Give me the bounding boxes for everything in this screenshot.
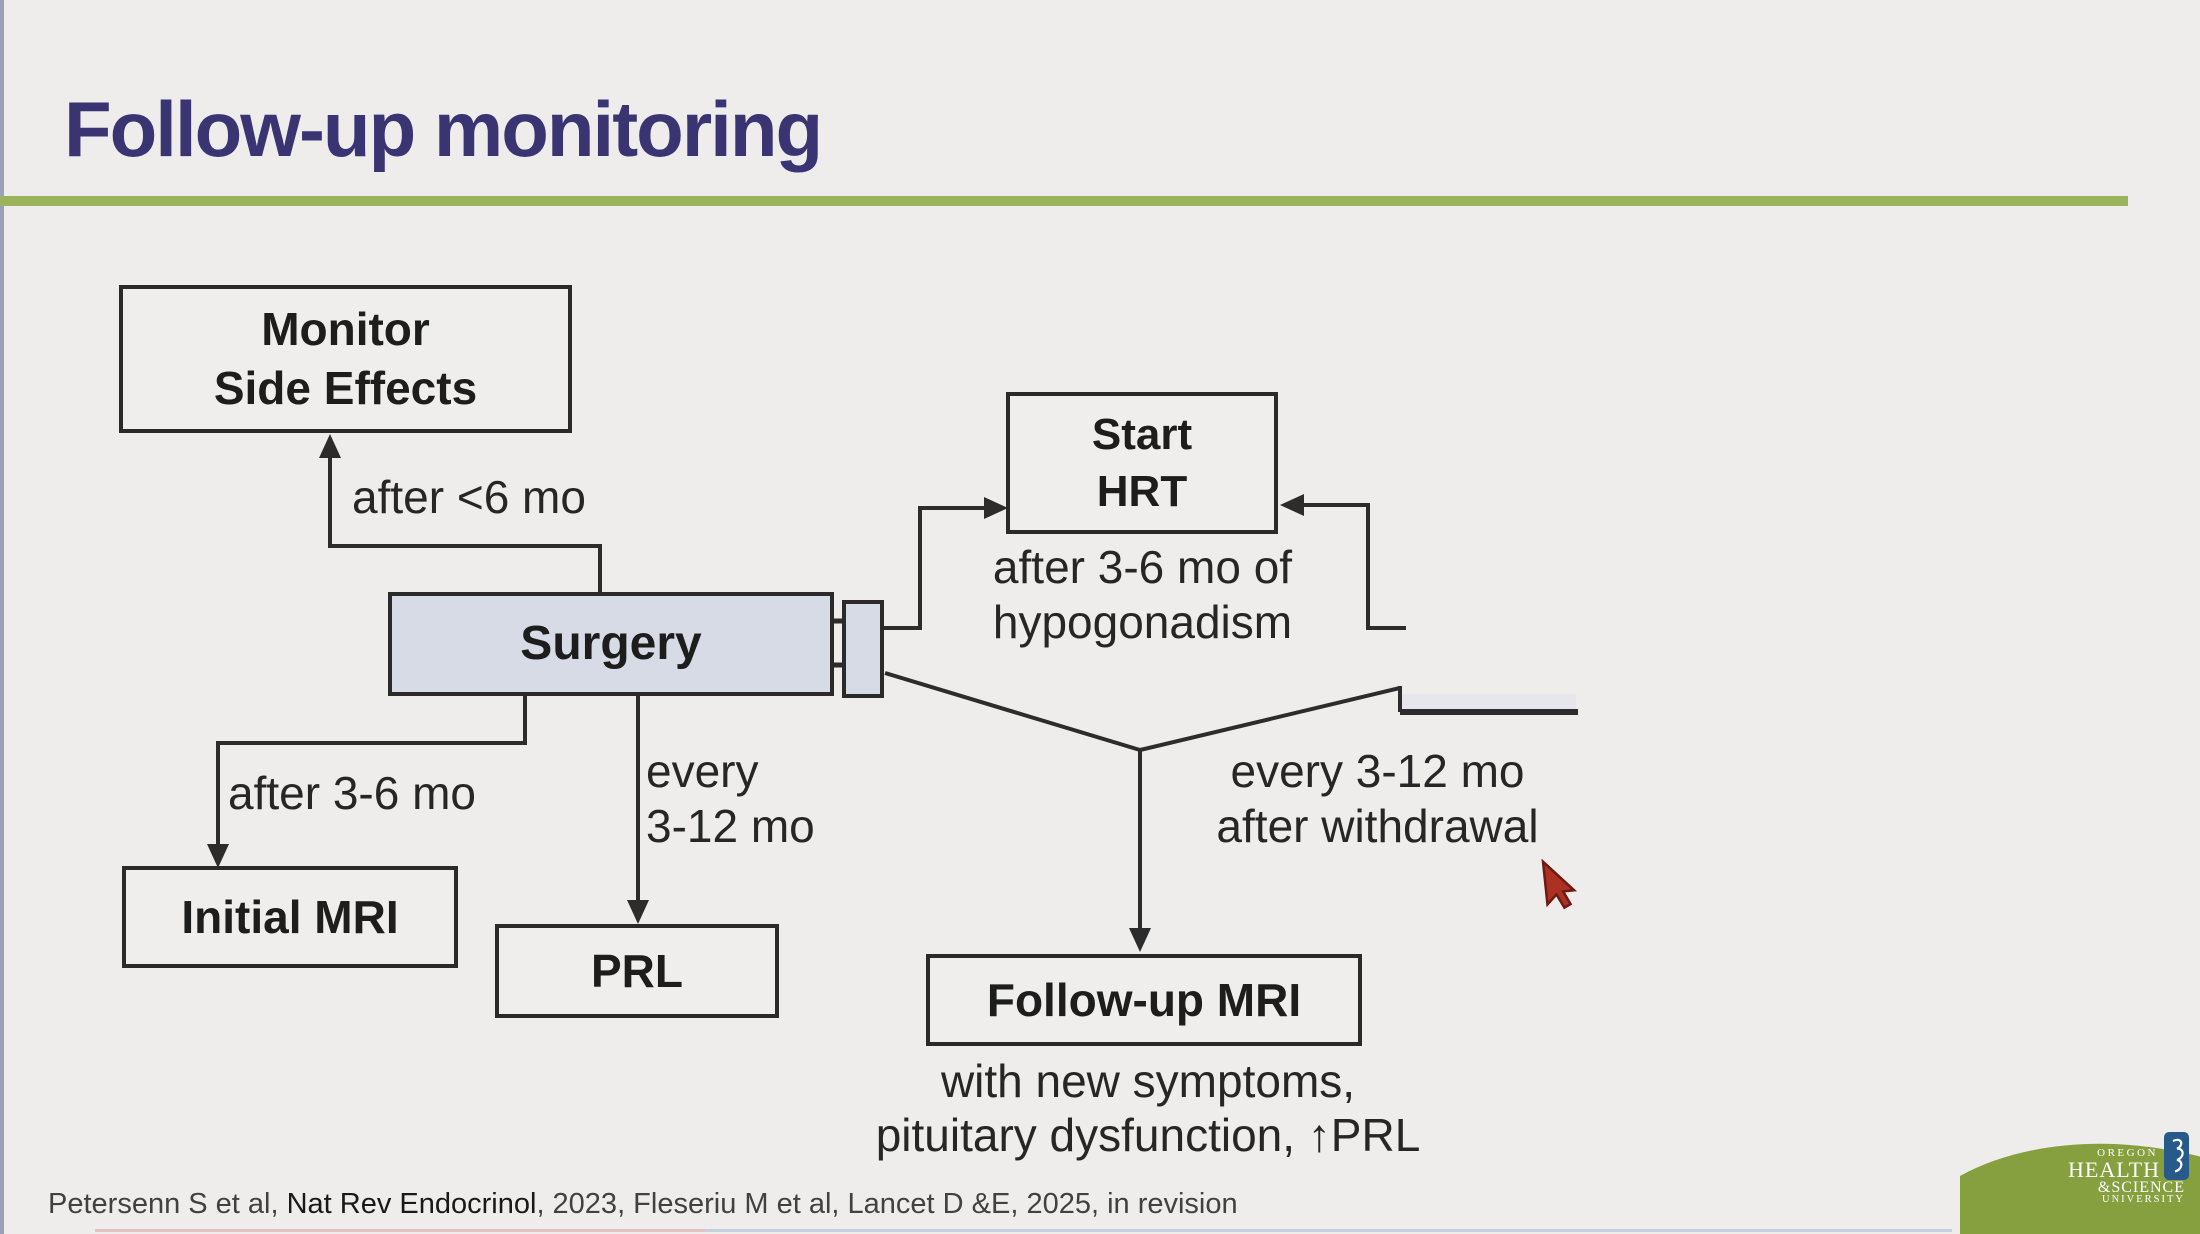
diagonal-right	[1139, 686, 1401, 752]
logo-green-hill	[1960, 1143, 2200, 1234]
node-followup-mri: Follow-up MRI	[926, 954, 1362, 1046]
node-monitor-side-effects: Monitor Side Effects	[119, 285, 572, 433]
footer-citation: Petersenn S et al, Nat Rev Endocrinol, 2…	[48, 1188, 1238, 1221]
node-monitor-line1: Monitor	[261, 303, 430, 356]
edge-label-hrt-timing: after 3-6 mo of hypogonadism	[955, 540, 1330, 650]
node-prl-label: PRL	[591, 944, 683, 997]
left-edge-line	[0, 0, 4, 1234]
title-underline	[0, 196, 2128, 206]
arrowhead-initial-mri	[207, 844, 229, 868]
edge-label-followup-condition-line2: pituitary dysfunction, ↑PRL	[875, 1109, 1421, 1162]
platform-highlight	[1402, 694, 1576, 709]
edge-label-hrt-timing-line2: hypogonadism	[992, 596, 1293, 649]
node-followup-mri-label: Follow-up MRI	[986, 973, 1302, 1026]
edge-label-withdrawal-line2: after withdrawal	[1216, 800, 1539, 853]
node-initial-mri: Initial MRI	[122, 866, 458, 968]
logo-text-university: UNIVERSITY	[2102, 1194, 2185, 1205]
diagonal-left	[884, 671, 1141, 752]
mouse-cursor-icon	[1541, 858, 1578, 910]
cursor-arrow-shape	[1541, 858, 1578, 910]
bottom-edge-strip-left	[95, 1229, 705, 1232]
edge-label-initial-mri-timing: after 3-6 mo	[228, 767, 476, 819]
edge-label-withdrawal-timing: every 3-12 mo after withdrawal	[1150, 744, 1605, 854]
edge-label-prl-timing-line1: every	[646, 745, 759, 797]
node-start-hrt-line1: Start	[1091, 409, 1193, 459]
edge-label-followup-condition-line1: with new symptoms,	[940, 1055, 1356, 1107]
arrowhead-hrt-left	[984, 497, 1008, 519]
citation-part1: Petersenn S et al,	[48, 1188, 287, 1220]
arrowhead-monitor	[319, 434, 341, 458]
slide-title: Follow-up monitoring	[64, 85, 823, 173]
ohsu-logo	[1960, 1132, 2200, 1234]
edge-surgery-to-monitor	[328, 456, 602, 592]
citation-part2: , 2023, Fleseriu M et al, Lancet D &E, 2…	[536, 1188, 1238, 1220]
node-initial-mri-label: Initial MRI	[181, 890, 399, 943]
edge-surgery-to-initial-mri	[216, 695, 527, 848]
logo-badge-icon	[2164, 1132, 2189, 1180]
edge-label-withdrawal-line1: every 3-12 mo	[1230, 745, 1525, 797]
arrowhead-hrt-right	[1280, 494, 1304, 516]
node-surgery: Surgery	[388, 592, 834, 696]
citation-journal: Nat Rev Endocrinol	[286, 1188, 537, 1220]
bottom-edge-strip-right	[705, 1229, 1952, 1232]
edge-label-prl-timing-line2: 3-12 mo	[646, 800, 815, 853]
edge-label-prl-timing: every 3-12 mo	[646, 744, 815, 854]
node-monitor-line2: Side Effects	[213, 362, 478, 414]
logo-text-oregon: OREGON	[2097, 1147, 2158, 1159]
edge-withdrawal-to-hrt	[1284, 503, 1406, 630]
node-surgery-side-tab	[842, 600, 884, 698]
arrowhead-prl	[627, 900, 649, 924]
node-surgery-label: Surgery	[520, 617, 702, 671]
logo-badge-flame-icon	[2172, 1138, 2184, 1173]
edge-label-hrt-timing-line1: after 3-6 mo of	[992, 541, 1293, 593]
edge-label-followup-condition: with new symptoms, pituitary dysfunction…	[824, 1054, 1472, 1163]
logo-text-science: &SCIENCE	[2097, 1179, 2185, 1196]
node-prl: PRL	[495, 924, 779, 1018]
logo-text-health: HEALTH	[2068, 1157, 2160, 1182]
node-start-hrt: Start HRT	[1006, 392, 1278, 534]
node-start-hrt-line2: HRT	[1096, 467, 1188, 516]
edge-label-monitor-timing: after <6 mo	[352, 471, 586, 523]
arrowhead-followup-mri	[1129, 928, 1151, 952]
edge-surgery-to-hrt	[882, 506, 988, 630]
